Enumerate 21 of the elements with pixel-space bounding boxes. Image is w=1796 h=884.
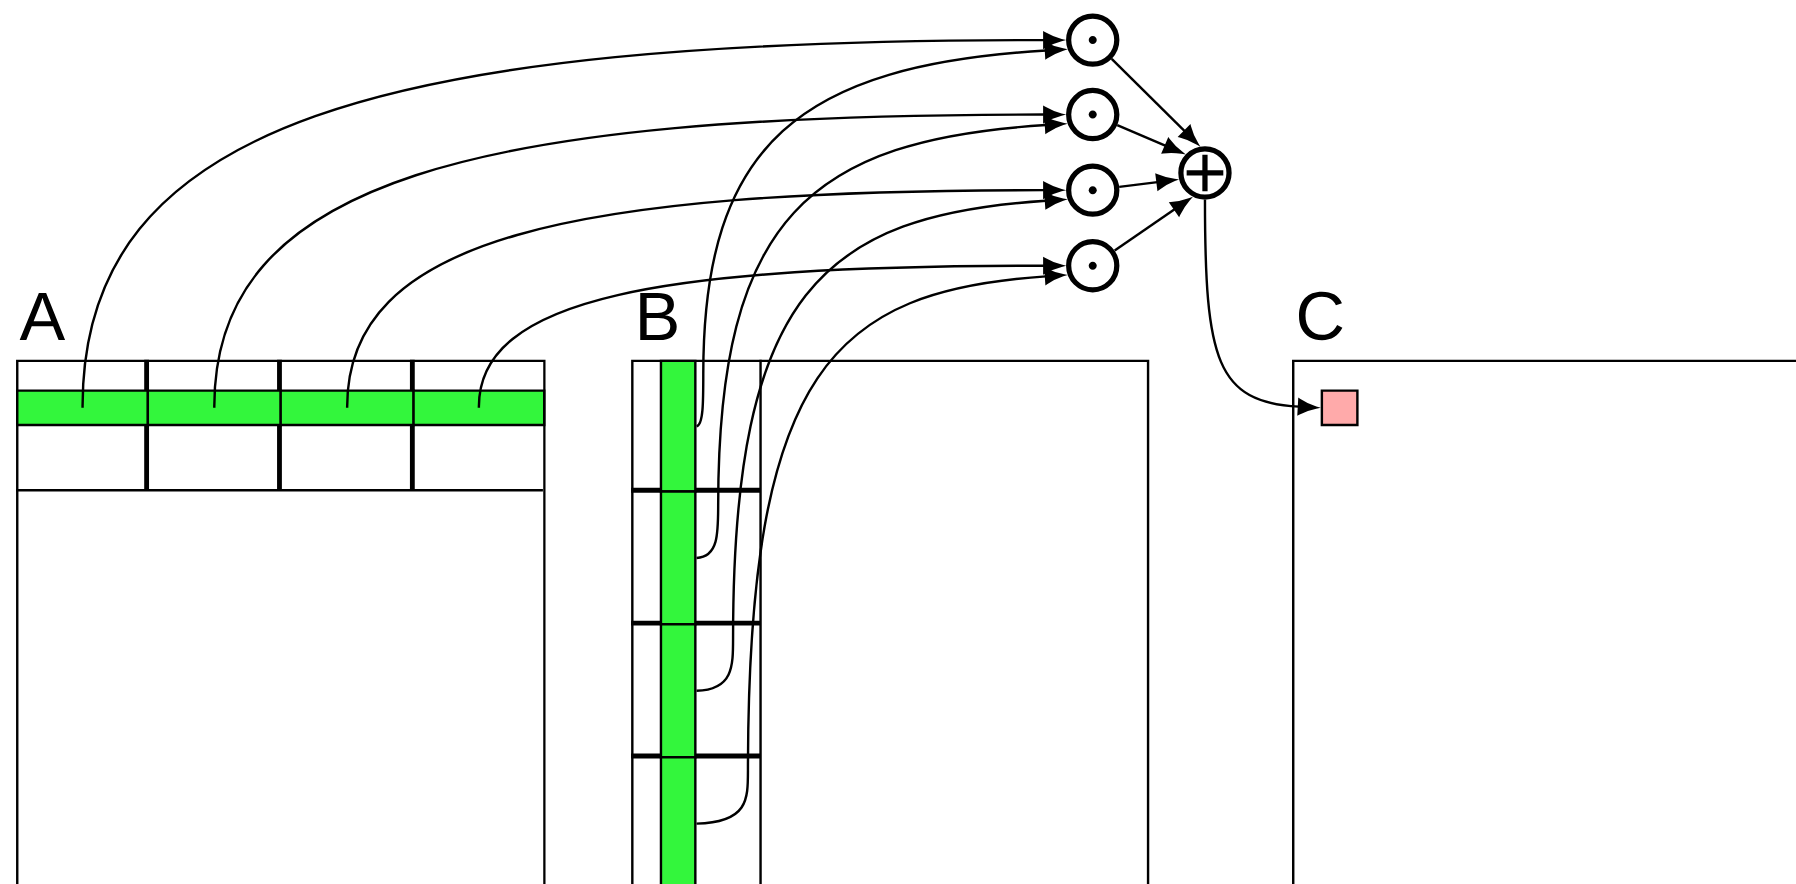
circled-dot [1066, 238, 1120, 293]
arrow [1114, 198, 1191, 252]
circled-dot [1066, 163, 1120, 217]
highlighted-cell [659, 490, 697, 626]
arrow [1203, 199, 1318, 415]
arrow [1116, 123, 1183, 154]
node-label: C [1299, 291, 1343, 341]
highlighted-cell [659, 623, 697, 759]
circled-plus [1178, 146, 1232, 200]
matrix-box: A [16, 292, 546, 884]
highlighted-cell [146, 389, 282, 427]
output-cell [1320, 389, 1359, 427]
arrow [696, 268, 1065, 825]
highlighted-cell [16, 389, 150, 427]
circled-dot [1066, 87, 1120, 142]
highlighted-cell [659, 755, 697, 884]
node-label: A [19, 292, 66, 340]
matrix-box: C [1292, 291, 1796, 884]
circled-dot [1066, 13, 1120, 67]
matrix-box: B [631, 292, 1150, 884]
arrow [1110, 57, 1199, 145]
